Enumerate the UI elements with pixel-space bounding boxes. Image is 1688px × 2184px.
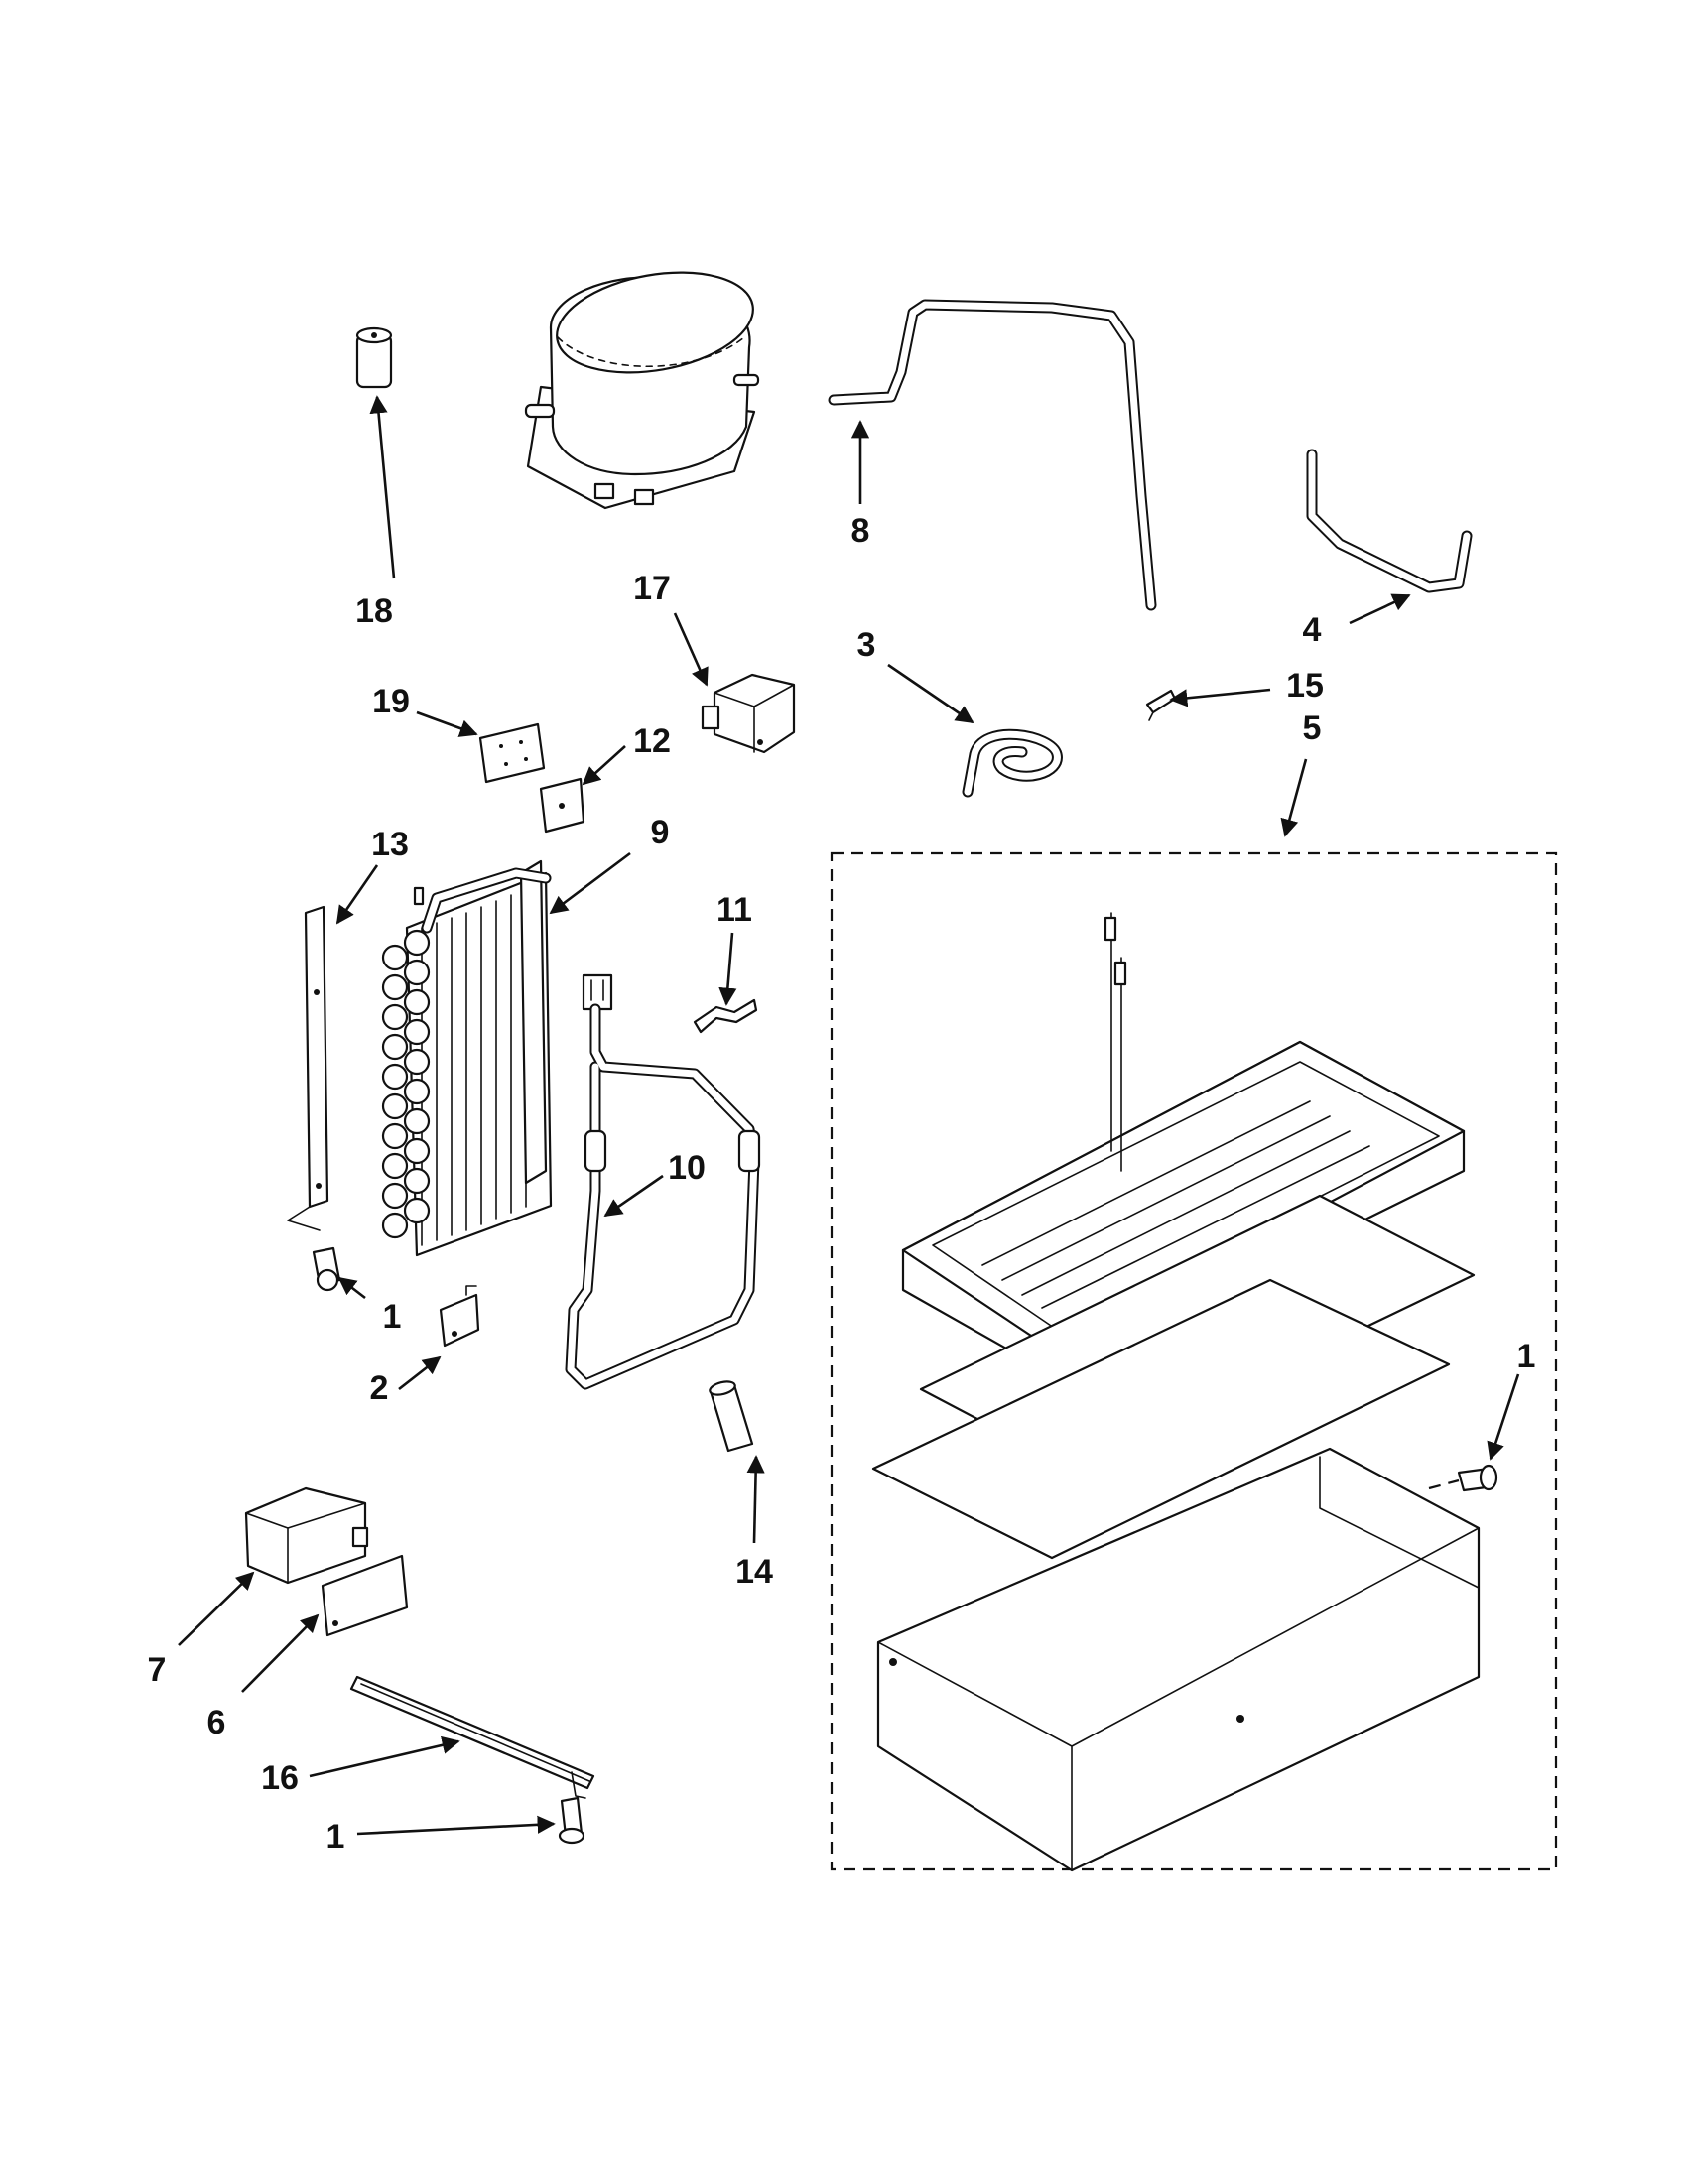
callout-11: 11 (716, 891, 752, 929)
plate-part-12 (539, 777, 585, 834)
bracket-part-2 (439, 1285, 480, 1348)
rail-part-13 (287, 905, 329, 1231)
rail-part-16 (349, 1675, 595, 1799)
sleeve-part-14 (709, 1380, 754, 1453)
callout-8: 8 (851, 512, 870, 550)
callout-10: 10 (668, 1149, 706, 1187)
callout-13: 13 (371, 826, 409, 863)
callout-18: 18 (355, 592, 393, 630)
callout-15: 15 (1286, 667, 1324, 705)
callout-12: 12 (633, 722, 671, 760)
condenser-part-9 (381, 859, 553, 1257)
leader-lines (178, 395, 1520, 1836)
screw-part-1-right (1428, 1464, 1498, 1492)
condenser-coil-bends-left (381, 929, 431, 1239)
coil-part-3 (962, 728, 1063, 798)
tube-part-8 (828, 299, 1157, 611)
callout-1-right: 1 (1517, 1338, 1536, 1375)
callout-7: 7 (148, 1651, 167, 1689)
callout-14: 14 (735, 1553, 773, 1591)
callout-4: 4 (1303, 611, 1322, 649)
tube-part-4 (1306, 449, 1473, 593)
callout-5: 5 (1303, 709, 1322, 747)
callout-numbers: 18 8 4 17 3 15 5 19 12 13 9 11 10 1 2 14… (148, 512, 1536, 1856)
callout-2: 2 (370, 1369, 389, 1407)
callout-1-left: 1 (383, 1298, 402, 1336)
callout-19: 19 (372, 683, 410, 720)
callout-9: 9 (651, 814, 670, 851)
harness-part-10 (565, 973, 761, 1390)
pad-part-19 (478, 722, 546, 784)
screw-part-1-left (312, 1246, 341, 1292)
clip-part-15 (1145, 689, 1177, 721)
drain-pan-housing (876, 1447, 1481, 1872)
callout-1-bottom: 1 (326, 1818, 345, 1856)
callout-16: 16 (261, 1759, 299, 1797)
bracket-part-17 (701, 673, 796, 754)
plate-part-6 (321, 1554, 409, 1637)
bracket-part-7 (244, 1486, 369, 1585)
callout-3: 3 (857, 626, 876, 664)
screw-part-1-bottom (558, 1796, 585, 1845)
assembly-part-5-outline (830, 851, 1558, 1871)
insulation-sheet-lower (871, 1278, 1451, 1560)
drain-pan-with-heater (901, 912, 1466, 1376)
callout-17: 17 (633, 570, 671, 607)
cap-part-18 (355, 326, 393, 389)
clip-part-11 (693, 998, 758, 1034)
callout-6: 6 (207, 1704, 226, 1741)
compressor (524, 271, 760, 510)
